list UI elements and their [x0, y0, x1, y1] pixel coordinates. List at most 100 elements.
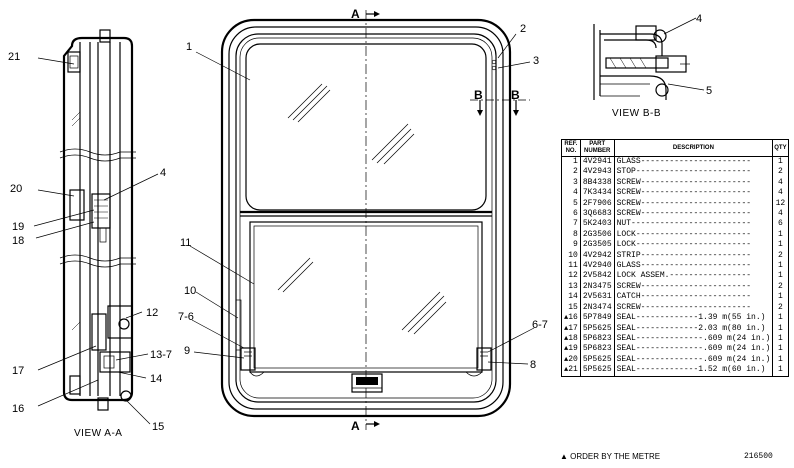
ref-no-cell: ▲16: [561, 313, 581, 324]
callout-16: 16: [12, 403, 24, 415]
ref-no-cell: 12: [561, 271, 581, 282]
callout-4-side: 4: [160, 167, 166, 179]
description-cell: SEAL-------------1.39 m(55 in.): [613, 313, 774, 324]
qty-cell: 12: [772, 198, 789, 210]
callout-11: 11: [180, 237, 191, 249]
callout-20: 20: [10, 183, 22, 195]
view-a-a-label: VIEW A-A: [74, 428, 122, 439]
part-number-cell: 5P5625: [579, 323, 615, 334]
ref-no-value: 16: [568, 313, 578, 323]
ref-no-value: 19: [568, 344, 578, 354]
view-b-b-section: [593, 24, 690, 100]
description-cell: SEAL-------------2.03 m(80 in.): [613, 323, 774, 334]
callout-19: 19: [12, 221, 24, 233]
part-number-cell: 5P7849: [579, 313, 615, 324]
header-qty: QTY: [772, 139, 789, 157]
callout-6-7: 6-7: [532, 319, 548, 331]
description-cell: SCREW-----------------------: [613, 177, 774, 189]
order-footnote: ▲ ORDER BY THE METRE: [560, 452, 661, 461]
section-b-right: B: [511, 88, 520, 102]
section-line-b: [470, 99, 530, 116]
part-number-cell: 5P5625: [579, 354, 615, 366]
view-a-a-leader-lines: [33, 57, 159, 425]
qty-cell: 4: [772, 209, 789, 220]
callout-4-top: 4: [696, 13, 702, 25]
part-number-cell: 2G3505: [579, 240, 615, 251]
callout-7-6: 7-6: [178, 311, 194, 323]
description-cell: CATCH-----------------------: [613, 292, 774, 303]
ref-no-cell: 10: [561, 250, 581, 262]
qty-cell: 1: [772, 365, 789, 377]
part-number-cell: 3Q6683: [579, 209, 615, 220]
qty-cell: 1: [772, 354, 789, 366]
description-cell: SCREW-----------------------: [613, 198, 774, 210]
part-number-cell: 5P5625: [579, 365, 615, 377]
ref-no-cell: ▲17: [561, 323, 581, 334]
qty-cell: 1: [772, 292, 789, 303]
part-number-cell: 5P6823: [579, 344, 615, 355]
callout-10: 10: [184, 285, 196, 297]
description-cell: STOP------------------------: [613, 167, 774, 178]
part-number-cell: 7K3434: [579, 188, 615, 199]
section-b-left: B: [474, 88, 483, 102]
qty-cell: 1: [772, 323, 789, 334]
ref-no-cell: 7: [561, 219, 581, 230]
callout-2: 2: [520, 23, 526, 35]
view-b-b-leader-lines: [663, 17, 705, 91]
callout-17: 17: [12, 365, 24, 377]
callout-13-7: 13-7: [150, 349, 172, 361]
ref-no-value: 21: [568, 365, 578, 375]
qty-cell: 2: [772, 302, 789, 314]
qty-cell: 2: [772, 167, 789, 178]
description-cell: SCREW-----------------------: [613, 302, 774, 314]
qty-cell: 1: [772, 271, 789, 282]
description-cell: GLASS-----------------------: [613, 156, 774, 168]
qty-cell: 1: [772, 344, 789, 355]
parts-table-header: REF. NO. PART NUMBER DESCRIPTION QTY: [561, 139, 789, 157]
callout-3: 3: [533, 55, 539, 67]
qty-cell: 4: [772, 188, 789, 199]
description-cell: SEAL-------------1.52 m(60 in.): [613, 365, 774, 377]
order-by-metre-marker: ▲: [564, 324, 569, 333]
parts-list-table: REF. NO. PART NUMBER DESCRIPTION QTY 1 4V…: [561, 139, 789, 377]
qty-cell: 1: [772, 261, 789, 272]
part-number-cell: 2V5842: [579, 271, 615, 282]
drawing-number: 216500: [744, 452, 773, 461]
part-number-cell: 2N3475: [579, 281, 615, 293]
header-part-number: PART NUMBER: [579, 139, 615, 157]
header-ref-no: REF. NO.: [561, 139, 581, 157]
description-cell: NUT-------------------------: [613, 219, 774, 230]
qty-cell: 1: [772, 229, 789, 241]
part-number-cell: 4V2940: [579, 261, 615, 272]
part-number-cell: 5K2403: [579, 219, 615, 230]
qty-cell: 1: [772, 240, 789, 251]
ref-no-cell: 5: [561, 198, 581, 210]
main-leader-lines: [189, 33, 535, 365]
callout-5: 5: [706, 85, 712, 97]
ref-no-cell: ▲19: [561, 344, 581, 355]
order-by-metre-marker: ▲: [564, 366, 569, 375]
qty-cell: 4: [772, 177, 789, 189]
description-cell: LOCK------------------------: [613, 229, 774, 241]
lock-assembly: [351, 373, 383, 393]
qty-cell: 1: [772, 313, 789, 324]
ref-no-value: 20: [568, 354, 578, 364]
callout-9: 9: [184, 345, 190, 357]
ref-no-cell: ▲21: [561, 365, 581, 377]
description-cell: SEAL--------------.609 m(24 in.): [613, 333, 774, 345]
callout-12: 12: [146, 307, 158, 319]
